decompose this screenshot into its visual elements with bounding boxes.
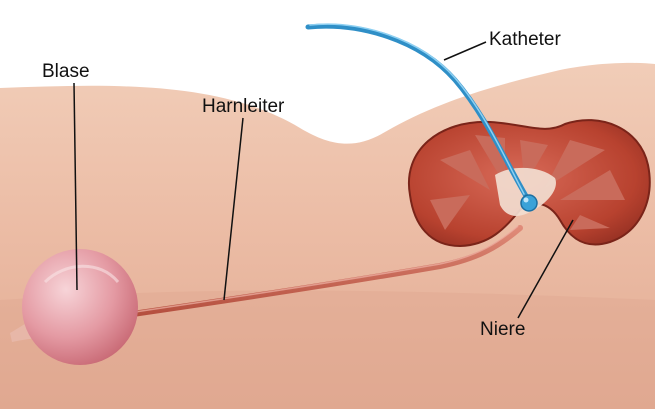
catheter-tip <box>521 195 537 211</box>
label-katheter: Katheter <box>489 30 561 49</box>
label-niere: Niere <box>480 320 525 339</box>
leader-line-katheter <box>444 42 486 60</box>
label-harnleiter: Harnleiter <box>202 97 284 116</box>
label-blase: Blase <box>42 62 90 81</box>
